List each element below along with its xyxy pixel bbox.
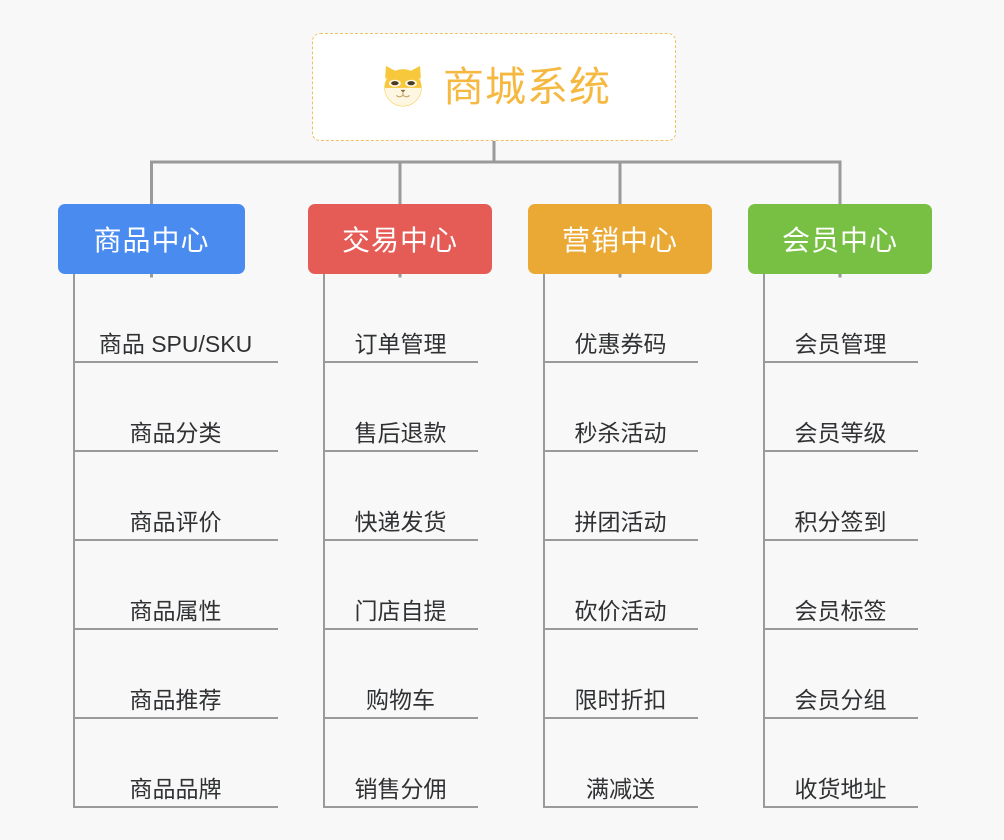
leaf-item[interactable]: 商品评价 bbox=[73, 452, 278, 541]
leaf-item-label: 收货地址 bbox=[794, 775, 887, 802]
leaf-item-label: 积分签到 bbox=[794, 508, 887, 535]
leaf-item-label: 商品属性 bbox=[129, 597, 222, 624]
leaf-item-label: 商品分类 bbox=[129, 419, 222, 446]
category-box-2[interactable]: 交易中心 bbox=[308, 204, 492, 274]
branch-column-4: 会员管理会员等级积分签到会员标签会员分组收货地址 bbox=[763, 274, 918, 808]
branch-trunk-line bbox=[73, 274, 75, 808]
leaf-item[interactable]: 商品分类 bbox=[73, 363, 278, 452]
leaf-item-label: 秒杀活动 bbox=[574, 419, 667, 446]
leaf-item-label: 限时折扣 bbox=[574, 686, 667, 713]
root-title: 商城系统 bbox=[443, 63, 611, 110]
leaf-item-label: 拼团活动 bbox=[574, 508, 667, 535]
leaf-item[interactable]: 会员管理 bbox=[763, 274, 918, 363]
category-box-1[interactable]: 商品中心 bbox=[58, 204, 245, 274]
leaf-item-label: 售后退款 bbox=[354, 419, 447, 446]
leaf-item[interactable]: 秒杀活动 bbox=[543, 363, 698, 452]
leaf-item-label: 商品推荐 bbox=[129, 686, 222, 713]
leaf-item[interactable]: 销售分佣 bbox=[323, 719, 478, 808]
leaf-item[interactable]: 砍价活动 bbox=[543, 541, 698, 630]
branch-trunk-line bbox=[543, 274, 545, 808]
leaf-item-label: 会员分组 bbox=[794, 686, 887, 713]
category-box-label: 商品中心 bbox=[93, 225, 210, 256]
leaf-item-label: 优惠券码 bbox=[574, 330, 667, 357]
leaf-item-label: 会员等级 bbox=[794, 419, 887, 446]
leaf-item[interactable]: 会员分组 bbox=[763, 630, 918, 719]
leaf-item[interactable]: 售后退款 bbox=[323, 363, 478, 452]
leaf-item[interactable]: 商品推荐 bbox=[73, 630, 278, 719]
leaf-item[interactable]: 门店自提 bbox=[323, 541, 478, 630]
leaf-item[interactable]: 优惠券码 bbox=[543, 274, 698, 363]
leaf-item-label: 商品品牌 bbox=[129, 775, 222, 802]
shiba-dog-face-icon bbox=[384, 65, 422, 107]
leaf-item[interactable]: 订单管理 bbox=[323, 274, 478, 363]
leaf-item-label: 满减送 bbox=[586, 775, 655, 802]
leaf-item[interactable]: 拼团活动 bbox=[543, 452, 698, 541]
leaf-item[interactable]: 商品 SPU/SKU bbox=[73, 274, 278, 363]
leaf-item[interactable]: 积分签到 bbox=[763, 452, 918, 541]
leaf-item[interactable]: 满减送 bbox=[543, 719, 698, 808]
leaf-item-label: 商品 SPU/SKU bbox=[98, 330, 253, 357]
leaf-item[interactable]: 收货地址 bbox=[763, 719, 918, 808]
leaf-item-label: 快递发货 bbox=[354, 508, 447, 535]
branch-column-3: 优惠券码秒杀活动拼团活动砍价活动限时折扣满减送 bbox=[543, 274, 698, 808]
leaf-item[interactable]: 会员标签 bbox=[763, 541, 918, 630]
category-box-4[interactable]: 会员中心 bbox=[748, 204, 932, 274]
category-box-label: 交易中心 bbox=[341, 225, 458, 256]
leaf-item-label: 购物车 bbox=[366, 686, 435, 713]
category-box-label: 会员中心 bbox=[781, 225, 898, 256]
leaf-item-label: 会员标签 bbox=[794, 597, 887, 624]
category-box-label: 营销中心 bbox=[561, 225, 678, 256]
branch-trunk-line bbox=[323, 274, 325, 808]
leaf-item-label: 会员管理 bbox=[794, 330, 887, 357]
branch-column-2: 订单管理售后退款快递发货门店自提购物车销售分佣 bbox=[323, 274, 478, 808]
leaf-item[interactable]: 商品属性 bbox=[73, 541, 278, 630]
category-box-3[interactable]: 营销中心 bbox=[528, 204, 712, 274]
root-node[interactable]: 商城系统 bbox=[312, 33, 676, 141]
branch-trunk-line bbox=[763, 274, 765, 808]
leaf-item[interactable]: 会员等级 bbox=[763, 363, 918, 452]
leaf-item-label: 门店自提 bbox=[354, 597, 447, 624]
leaf-item[interactable]: 快递发货 bbox=[323, 452, 478, 541]
leaf-item-label: 商品评价 bbox=[129, 508, 222, 535]
leaf-item[interactable]: 限时折扣 bbox=[543, 630, 698, 719]
leaf-item-label: 销售分佣 bbox=[354, 775, 447, 802]
branch-column-1: 商品 SPU/SKU 商品分类商品评价商品属性商品推荐商品品牌 bbox=[73, 274, 278, 808]
leaf-item-label: 订单管理 bbox=[354, 330, 447, 357]
leaf-item-label: 砍价活动 bbox=[574, 597, 667, 624]
leaf-item[interactable]: 购物车 bbox=[323, 630, 478, 719]
leaf-item[interactable]: 商品品牌 bbox=[73, 719, 278, 808]
